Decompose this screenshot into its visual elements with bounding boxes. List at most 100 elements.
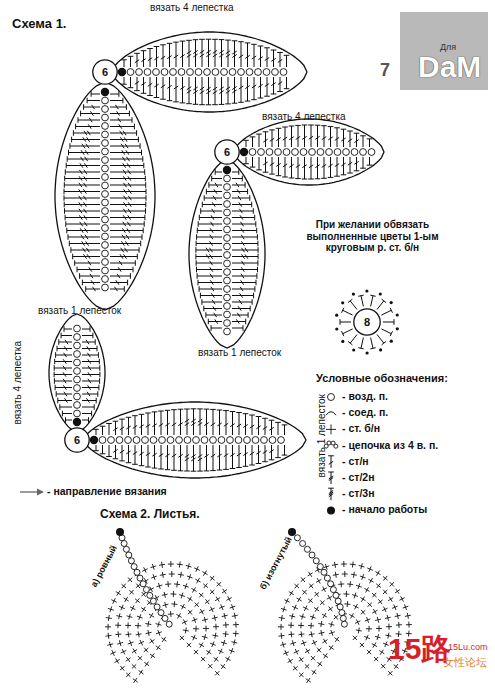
- stitch-mark: [129, 590, 134, 594]
- petal-outline: [55, 82, 155, 310]
- stitch-mark: [295, 125, 301, 126]
- stitch-mark: [211, 328, 222, 329]
- stitch-mark: [235, 622, 236, 628]
- stitch-mark: [172, 454, 176, 457]
- chain-stitch: [74, 351, 81, 358]
- stitch-mark: [309, 136, 313, 139]
- stitch-mark: [199, 593, 203, 598]
- stitch-mark: [208, 77, 209, 105]
- stitch-mark: [390, 582, 394, 586]
- stitch-mark: [232, 315, 248, 316]
- stitch-mark: [119, 419, 125, 420]
- stitch-mark: [358, 348, 363, 349]
- stitch-mark: [292, 640, 294, 646]
- chain-stitch: [74, 419, 81, 426]
- stitch-mark: [116, 592, 121, 595]
- stitch-mark: [145, 176, 146, 182]
- chain-stitch: [235, 437, 242, 444]
- stitch-mark: [198, 282, 222, 283]
- stitch-mark: [187, 643, 191, 647]
- stitch-mark: [137, 254, 138, 260]
- stitch-mark: [234, 77, 235, 103]
- chain-stitch: [102, 250, 109, 257]
- picot-dot: [379, 292, 382, 295]
- stitch-mark: [354, 170, 360, 171]
- stitch-mark: [134, 124, 135, 130]
- stitch-mark: [145, 182, 146, 188]
- stitch-mark: [226, 87, 230, 90]
- direction-arrow: [37, 489, 44, 496]
- stitch-mark: [277, 52, 283, 53]
- stitch-mark: [148, 445, 149, 467]
- stitch-mark: [136, 598, 140, 603]
- chain-stitch: [280, 69, 287, 76]
- stitch-mark: [219, 91, 223, 94]
- stitch-mark: [85, 157, 88, 161]
- stitch-mark: [315, 165, 319, 168]
- start-dot: [73, 418, 81, 426]
- stitch-mark: [138, 137, 139, 143]
- stitch-mark: [165, 410, 171, 411]
- stitch-mark: [256, 451, 260, 454]
- stitch-mark: [245, 42, 251, 43]
- stitch-mark: [180, 86, 184, 89]
- stitch-mark: [334, 615, 338, 620]
- stitch-mark: [66, 224, 100, 225]
- stitch-mark: [185, 458, 189, 461]
- chain-stitch: [193, 437, 200, 444]
- stitch-mark: [299, 657, 303, 662]
- stitch-mark: [110, 269, 133, 270]
- stitch-mark: [208, 664, 212, 668]
- chain-stitch: [74, 402, 81, 409]
- stitch-mark: [194, 568, 200, 570]
- picot-dot: [352, 348, 355, 351]
- petal-outline: [234, 119, 384, 185]
- stitch-mark: [159, 423, 163, 426]
- stitch-mark: [246, 140, 247, 147]
- stitch-mark: [120, 137, 123, 141]
- stitch-mark: [356, 157, 357, 171]
- chain-stitch: [224, 167, 231, 174]
- stitch-mark: [197, 237, 222, 238]
- stitch-mark: [115, 659, 120, 662]
- legend-text: - ст/2н: [342, 471, 375, 483]
- stitch-mark: [122, 445, 123, 461]
- stitch-mark: [141, 150, 142, 156]
- stitch-mark: [374, 657, 378, 661]
- legend-text: - возд. п.: [342, 390, 388, 402]
- stitch-mark: [296, 165, 300, 168]
- stitch-mark: [252, 85, 256, 88]
- stitch-mark: [65, 417, 66, 423]
- section-heading: Схема 2. Листья.: [100, 508, 200, 522]
- stitch-mark: [84, 202, 87, 206]
- stitch-mark: [329, 491, 333, 494]
- stitch-mark: [361, 296, 363, 307]
- stitch-mark: [82, 144, 85, 148]
- stitch-mark: [198, 423, 202, 426]
- stitch-mark: [271, 50, 277, 51]
- chain-stitch: [147, 592, 153, 598]
- stitch-mark: [128, 417, 129, 435]
- chain-stitch: [224, 192, 231, 199]
- stitch-mark: [135, 81, 139, 84]
- stitch-mark: [150, 77, 151, 96]
- stitch-mark: [130, 590, 134, 595]
- stitch-mark: [256, 426, 260, 429]
- stitch-mark: [65, 215, 66, 221]
- stitch-mark: [315, 136, 319, 139]
- chain-stitch: [150, 598, 156, 604]
- stitch-mark: [198, 280, 199, 286]
- stitch-mark: [156, 646, 161, 650]
- stitch-mark: [302, 590, 307, 594]
- stitch-mark: [210, 228, 213, 232]
- stitch-mark: [320, 600, 324, 605]
- stitch-mark: [133, 679, 138, 682]
- stitch-mark: [144, 648, 149, 652]
- stitch-mark: [328, 455, 334, 456]
- stitch-mark: [91, 280, 94, 284]
- stitch-mark: [132, 415, 138, 416]
- chain-stitch: [224, 260, 231, 267]
- stitch-mark: [185, 419, 189, 422]
- stitch-mark: [260, 77, 261, 98]
- stitch-mark: [120, 131, 123, 135]
